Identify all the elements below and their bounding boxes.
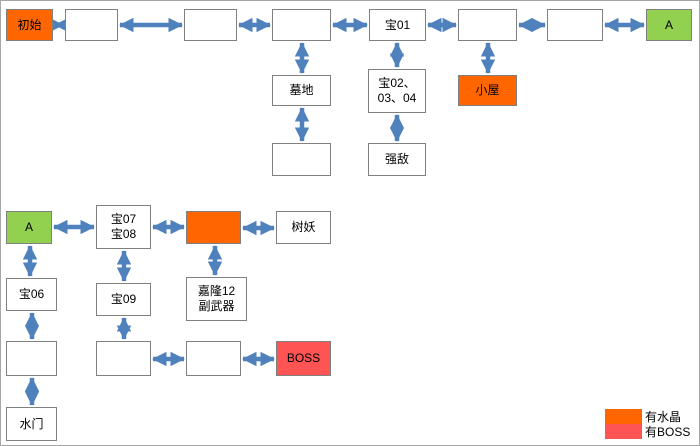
crystal-color-swatch bbox=[605, 409, 642, 424]
node-room-below-graveyard bbox=[272, 143, 331, 176]
node-entry-a: A bbox=[6, 211, 52, 244]
node-treasure-02-04: 宝02、 03、04 bbox=[368, 69, 426, 113]
node-treasure-01: 宝01 bbox=[369, 9, 426, 41]
node-treasure-06: 宝06 bbox=[6, 278, 57, 311]
legend: 有水晶 有BOSS bbox=[605, 409, 690, 439]
node-treasure-09: 宝09 bbox=[96, 283, 151, 316]
node-tree-demon: 树妖 bbox=[276, 211, 331, 244]
node-room-t4 bbox=[272, 9, 331, 41]
node-room-t7 bbox=[547, 9, 603, 41]
node-boss: BOSS bbox=[276, 341, 331, 376]
node-start: 初始 bbox=[6, 9, 53, 41]
node-treasure-07-08: 宝07 宝08 bbox=[96, 205, 151, 249]
node-room-t2 bbox=[65, 9, 118, 41]
boss-color-swatch bbox=[605, 424, 642, 439]
node-jialong-subweapon: 嘉隆12 副武器 bbox=[186, 277, 247, 321]
node-crystal-room bbox=[186, 211, 241, 244]
legend-crystal-label: 有水晶 bbox=[645, 410, 682, 424]
legend-item-boss: 有BOSS bbox=[605, 424, 690, 439]
node-strong-enemy: 强敌 bbox=[368, 143, 426, 176]
node-graveyard: 墓地 bbox=[272, 75, 331, 106]
node-room-b2 bbox=[96, 341, 151, 376]
node-room-b1 bbox=[6, 341, 57, 376]
node-water-gate: 水门 bbox=[6, 407, 57, 441]
node-exit-a: A bbox=[646, 9, 692, 41]
node-room-t3 bbox=[184, 9, 237, 41]
legend-boss-label: 有BOSS bbox=[645, 425, 691, 439]
node-room-t6 bbox=[458, 9, 517, 41]
legend-item-crystal: 有水晶 bbox=[605, 409, 690, 424]
node-hut: 小屋 bbox=[458, 75, 517, 106]
node-room-b3 bbox=[186, 341, 241, 376]
